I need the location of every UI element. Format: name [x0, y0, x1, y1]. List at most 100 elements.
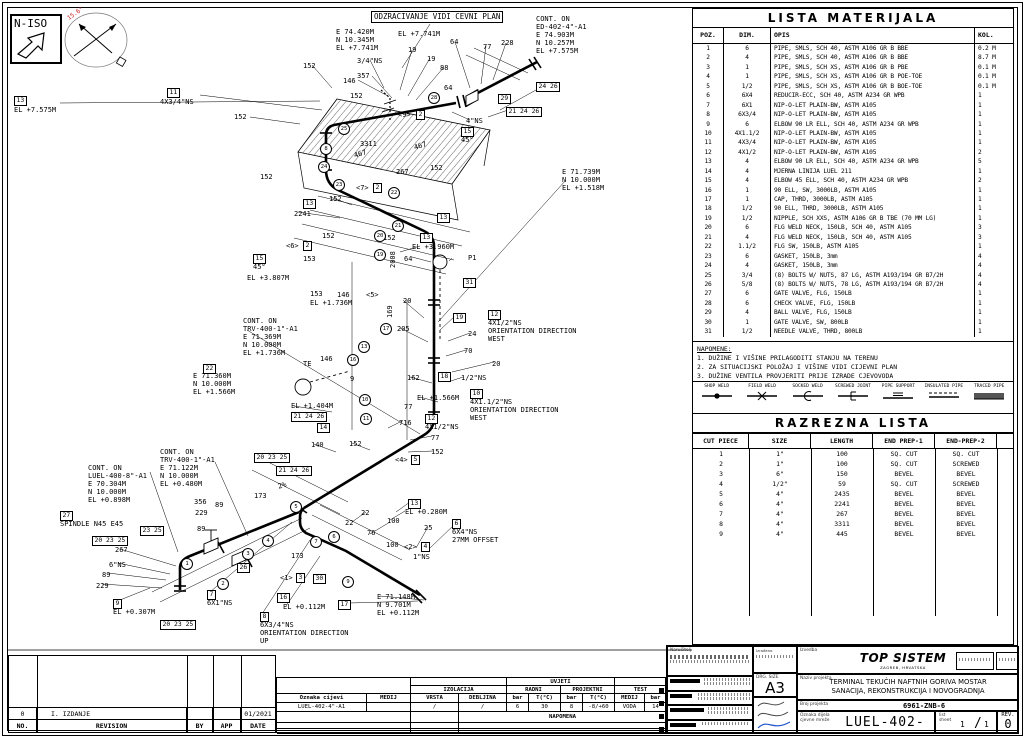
blank [277, 712, 411, 723]
dimension-label: 100 [386, 541, 399, 549]
position-badge: 2 [416, 110, 425, 120]
dimension-label: 146 [337, 291, 350, 299]
sheet-current: 1 [960, 720, 965, 729]
insulated-weld-icon [928, 392, 959, 398]
dimension-label: <2> [404, 543, 417, 551]
weld-number: 25 [338, 123, 350, 135]
legend-item-dot: SHOP WELD [694, 384, 739, 411]
approval-cell: Izrađeno [753, 646, 797, 673]
cond-value: VODA [615, 703, 645, 712]
e-weld-icon [837, 391, 868, 401]
drawing-number: LUEL-402-4"-A1 [845, 715, 925, 730]
rev-app [213, 708, 241, 720]
instrument-p1 [432, 254, 448, 270]
dimension-label: 467 [353, 148, 368, 160]
rev-text: I. IZDANJE [37, 708, 187, 720]
dimension-label: 19 [427, 55, 436, 63]
weld-number: 6 [328, 531, 340, 543]
vent-note: ODZRACIVANJE VIDI CEVNI PLAN [371, 11, 504, 23]
dimension-label: 88 [440, 64, 449, 72]
dimension-label: <7> [356, 184, 369, 192]
position-badge: 3 [296, 573, 305, 583]
blank [411, 729, 459, 734]
weld-number: 21 [392, 220, 404, 232]
project-number-cell: Broj projekta 6961-ZNB-6 [797, 700, 1019, 711]
position-badge: 17 [338, 600, 351, 610]
dimension-label: EL +0.280M [405, 508, 448, 516]
dimension-label: 4X1/2"NS [425, 423, 459, 431]
revision-header-row: NO. REVISION BY APP DATE [9, 719, 275, 732]
blank [277, 723, 411, 729]
cond-col-header: MEDIJ [615, 694, 645, 703]
blank [277, 729, 411, 734]
signature-row [667, 676, 753, 691]
position-badge: 30 [313, 574, 326, 584]
dimension-label: 140 [311, 441, 324, 449]
dimension-label: 45° [461, 136, 474, 144]
signature-row [667, 720, 753, 734]
cond-col-header: bar [507, 694, 529, 703]
blank [459, 729, 667, 734]
sheet-size: A3 [765, 679, 785, 697]
position-badge: 26 [237, 563, 250, 573]
sheet-total: 1 [984, 720, 989, 729]
weld-number: 22 [388, 187, 400, 199]
dimension-label: 146 [320, 355, 333, 363]
bom-header-row: POZ. DIM. OPIS KOL. [693, 28, 1013, 44]
dimension-label: 89 [197, 525, 206, 533]
legend-label: TRACED PIPE [974, 384, 1005, 389]
position-badge: 29 [498, 94, 511, 104]
revision-number: 0 [1004, 717, 1012, 731]
weld-number: 7 [310, 536, 322, 548]
revision-row: 0 I. IZDANJE 01/2021 [9, 707, 275, 720]
dimension-label: EL +7.741M [398, 30, 441, 38]
position-badge: 10 [470, 389, 483, 399]
weld-number: 9 [342, 576, 354, 588]
dimension-label: 89 [215, 501, 224, 509]
rev-date: 01/2021 [244, 710, 272, 718]
logo-row: TOP SISTEM ZAGREB, HRVATSKA Izvedba [797, 646, 1019, 674]
dimension-label: <6> [286, 242, 299, 250]
position-badge: 13 [14, 96, 27, 106]
dimension-label: 152 [303, 62, 316, 70]
blank [411, 678, 507, 686]
notes-title: NAPOMENE: [697, 345, 732, 353]
legend-label: SOCKED WELD [792, 384, 823, 389]
izolacija-header: IZOLACIJA [411, 686, 507, 694]
dimension-label: 356 [194, 498, 207, 506]
dimension-label: CONT. ON LUEL-400-8"-A1 E 70.304M N 10.0… [88, 464, 148, 504]
dimension-label: 267 [396, 168, 409, 176]
position-badge: 2 [303, 241, 312, 251]
notes-block: NAPOMENE: 1. DUŽINE I VIŠINE PRILAGODITI… [693, 342, 1013, 382]
dimension-label: 2008 [389, 251, 397, 268]
dimension-label: 357 [357, 72, 370, 80]
dimension-label: 3/4"NS [357, 57, 383, 65]
dimension-label: 20 [492, 360, 501, 368]
position-badge: 14 [317, 423, 330, 433]
title-block: Naručitelj Izrađeno DRG. SIZE A3 TOP SIS… [666, 645, 1019, 734]
dimension-label: 22 [361, 509, 370, 517]
signature-row [667, 705, 753, 720]
cond-col-header: T(°C) [583, 694, 615, 703]
weld-number: 8 [320, 143, 332, 155]
dimension-label: 4X3/4"NS [160, 98, 194, 106]
dimension-label: 229 [195, 509, 208, 517]
cond-value: 8 [561, 703, 583, 712]
dimension-label: 173 [291, 552, 304, 560]
dimension-label: <9> [398, 111, 411, 119]
position-badge: 21 24 26 [506, 107, 542, 117]
